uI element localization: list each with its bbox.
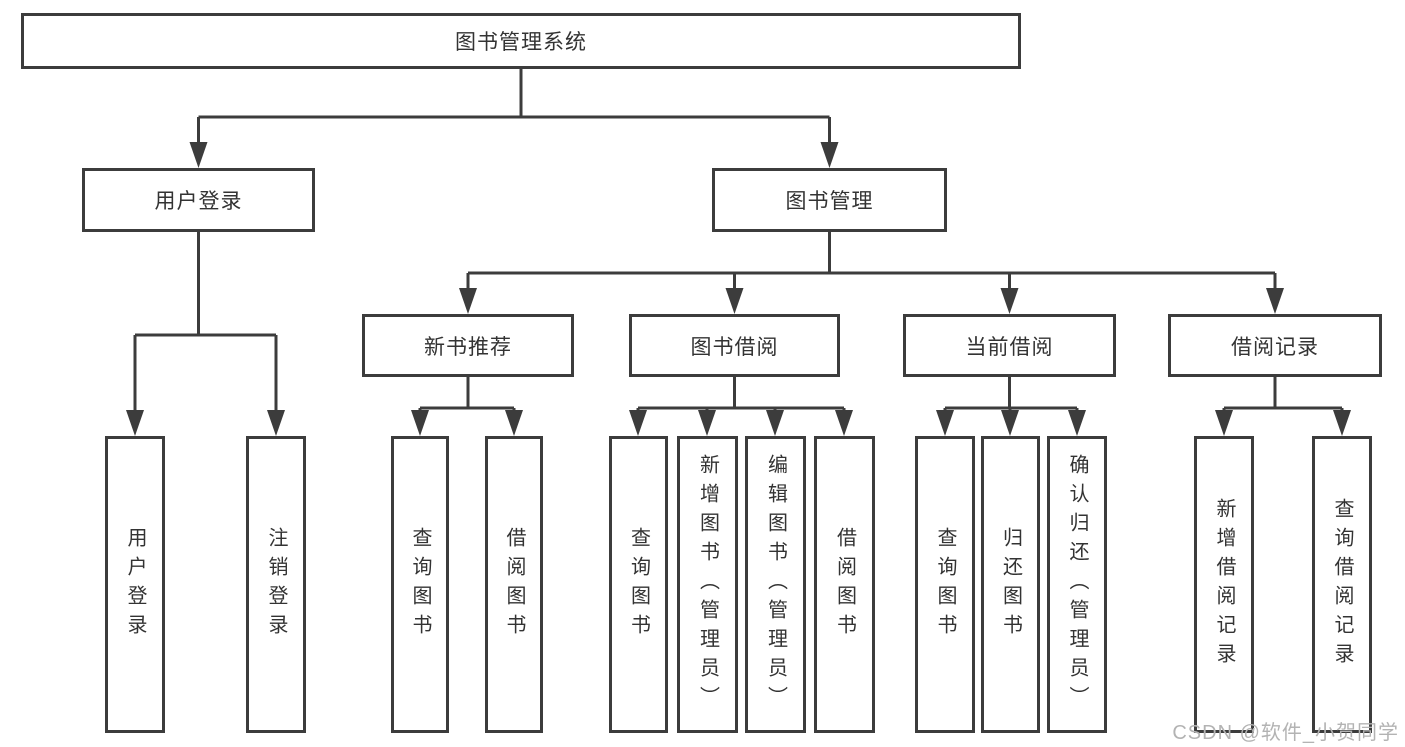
node-current-borrow: 当前借阅 <box>903 314 1116 377</box>
leaf-edit-book-admin: 编辑图书（管理员） <box>745 436 806 733</box>
node-label: 新书推荐 <box>424 335 512 359</box>
node-label: 当前借阅 <box>965 335 1054 359</box>
node-label: 编辑图书（管理员） <box>764 454 787 715</box>
node-label: 图书管理系统 <box>455 31 587 54</box>
node-library-management-system: 图书管理系统 <box>21 13 1021 69</box>
leaf-query-borrow-record: 查询借阅记录 <box>1312 436 1372 733</box>
node-label: 注销登录 <box>265 526 287 643</box>
node-label: 归还图书 <box>999 526 1022 643</box>
node-label: 用户登录 <box>124 526 146 643</box>
node-label: 借阅图书 <box>833 526 856 643</box>
leaf-borrow-book: 借阅图书 <box>485 436 543 733</box>
node-label: 新增图书（管理员） <box>696 454 719 715</box>
node-label: 图书借阅 <box>690 335 779 359</box>
node-book-borrow: 图书借阅 <box>629 314 840 377</box>
node-label: 用户登录 <box>154 190 243 213</box>
leaf-return-book: 归还图书 <box>981 436 1040 733</box>
leaf-borrow-book: 借阅图书 <box>814 436 875 733</box>
leaf-query-book: 查询图书 <box>609 436 668 733</box>
leaf-user-login: 用户登录 <box>105 436 165 733</box>
leaf-query-book: 查询图书 <box>915 436 975 733</box>
leaf-confirm-return-admin: 确认归还（管理员） <box>1047 436 1107 733</box>
node-label: 确认归还（管理员） <box>1066 454 1088 715</box>
node-book-management: 图书管理 <box>712 168 947 232</box>
node-label: 查询借阅记录 <box>1331 497 1353 672</box>
leaf-query-book: 查询图书 <box>391 436 449 733</box>
node-user-login: 用户登录 <box>82 168 315 232</box>
node-label: 查询图书 <box>627 526 650 643</box>
leaf-add-book-admin: 新增图书（管理员） <box>677 436 738 733</box>
node-label: 新增借阅记录 <box>1213 497 1235 672</box>
node-borrow-record: 借阅记录 <box>1168 314 1382 377</box>
leaf-add-borrow-record: 新增借阅记录 <box>1194 436 1254 733</box>
watermark-text: CSDN @软件_小贺同学 <box>1172 722 1399 744</box>
node-label: 图书管理 <box>785 190 874 213</box>
leaf-logout-login: 注销登录 <box>246 436 306 733</box>
node-label: 借阅记录 <box>1231 335 1319 359</box>
node-label: 查询图书 <box>409 526 431 643</box>
node-new-book-recommend: 新书推荐 <box>362 314 574 377</box>
node-label: 借阅图书 <box>503 526 525 643</box>
node-label: 查询图书 <box>934 526 956 643</box>
